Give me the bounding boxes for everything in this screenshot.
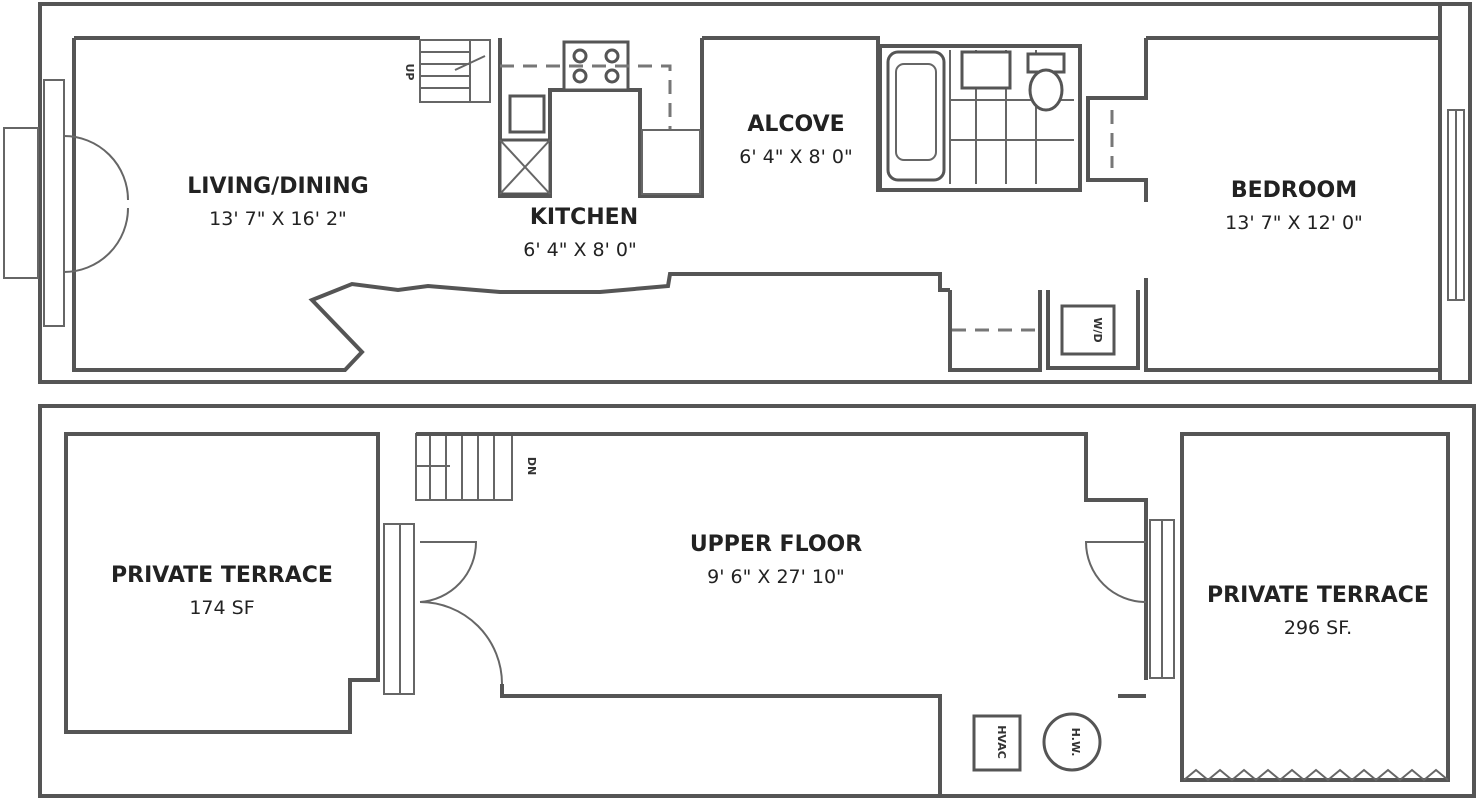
- room-dim-alcove: 6' 4" X 8' 0": [739, 146, 852, 168]
- upper-room-top-wall: [416, 432, 1148, 680]
- upper-room-bottom-wall: [500, 684, 942, 794]
- bathroom: [878, 44, 1082, 192]
- stair-up-label: UP: [403, 64, 416, 81]
- bathtub-icon: [886, 50, 946, 182]
- washer-dryer-icon: [1060, 304, 1116, 356]
- entry-jamb: [43, 79, 65, 327]
- entry-door-frame: [3, 127, 39, 279]
- entry-door-swing-top: [63, 135, 129, 201]
- washer-dryer-label: W/D: [1091, 317, 1104, 342]
- bath-sink-icon: [960, 50, 1012, 90]
- room-name-living: LIVING/DINING: [187, 174, 368, 199]
- bedroom-area: W/D: [948, 36, 1465, 372]
- lower-floor: UP: [3, 2, 1472, 384]
- left-door-swing-top: [419, 541, 478, 603]
- room-dim-right-terrace: 296 SF.: [1284, 617, 1352, 639]
- room-name-bedroom: BEDROOM: [1231, 178, 1357, 203]
- lower-floor-end-wall: [1438, 2, 1472, 384]
- room-name-right-terrace: PRIVATE TERRACE: [1207, 583, 1429, 608]
- room-name-upper-floor: UPPER FLOOR: [690, 532, 862, 557]
- fridge-icon: [641, 129, 701, 195]
- upper-floor-outline: [38, 404, 1476, 798]
- room-dim-upper-floor: 9' 6" X 27' 10": [707, 566, 845, 588]
- closet-walls: [1086, 38, 1148, 202]
- right-door-swing: [1084, 541, 1147, 603]
- water-heater-icon: [1042, 712, 1102, 772]
- left-door-swing-bottom: [419, 601, 503, 685]
- room-dim-bedroom: 13' 7" X 12' 0": [1225, 212, 1363, 234]
- room-dim-left-terrace: 174 SF: [189, 597, 254, 619]
- burner-icon: [572, 68, 588, 84]
- entry-door-swing-bottom: [63, 207, 129, 273]
- stair-down-label: DN: [525, 457, 538, 475]
- upper-floor: DN HVAC H.W. PRIVATE TERRACE 174 SF UPPE…: [38, 404, 1476, 798]
- sink-icon: [508, 94, 546, 134]
- left-terrace-boundary: [64, 432, 380, 734]
- room-name-left-terrace: PRIVATE TERRACE: [111, 563, 333, 588]
- bathroom-walls: [878, 44, 1082, 192]
- burner-icon: [604, 48, 620, 64]
- living-inner-wall: [72, 38, 950, 372]
- stair-up: UP: [403, 39, 491, 103]
- room-name-kitchen: KITCHEN: [530, 205, 638, 230]
- room-dim-kitchen: 6' 4" X 8' 0": [523, 239, 636, 261]
- hvac-icon: [972, 714, 1022, 772]
- burner-icon: [604, 68, 620, 84]
- burner-icon: [572, 48, 588, 64]
- wd-closet-walls: [1046, 290, 1140, 370]
- kitchen-area: [498, 38, 704, 198]
- bedroom-bottom-wall: [1144, 278, 1440, 372]
- water-heater-label: H.W.: [1069, 728, 1082, 757]
- room-name-alcove: ALCOVE: [747, 112, 844, 137]
- terrace-railing-zigzag: [1183, 768, 1449, 782]
- room-dim-living: 13' 7" X 16' 2": [209, 208, 347, 230]
- toilet-icon: [1028, 68, 1064, 112]
- stair-down: DN: [415, 433, 538, 501]
- hvac-label: HVAC: [995, 725, 1008, 759]
- upper-cabinets-dashed: [500, 64, 672, 130]
- hall-closet-walls: [948, 290, 1042, 372]
